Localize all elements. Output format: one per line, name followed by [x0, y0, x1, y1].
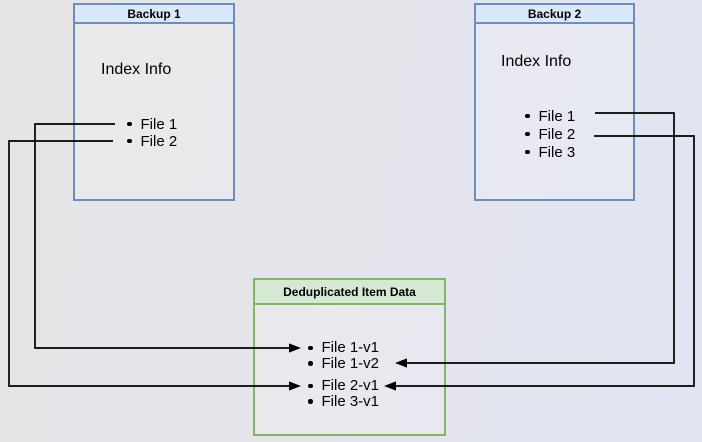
file-list-item: File 1-v1 [308, 339, 380, 356]
file-list-item: File 2 [127, 133, 178, 150]
file-list-item: File 1 [525, 107, 576, 125]
file-list-item: File 1-v2 [308, 355, 380, 372]
file-list-item: File 3-v1 [308, 393, 380, 410]
file-list-item: File 1 [127, 116, 178, 133]
backup-1-title: Backup 1 [75, 5, 233, 24]
file-list-item: File 2-v1 [308, 377, 380, 394]
deduplicated-item-data-title: Deduplicated Item Data [255, 280, 444, 305]
file-list-item: File 2 [525, 125, 576, 143]
file-list-item: File 3 [525, 143, 576, 161]
backup-2-title: Backup 2 [476, 5, 633, 24]
backup-1-index-info-label: Index Info [101, 61, 172, 78]
backup-2-index-info-label: Index Info [501, 53, 572, 70]
